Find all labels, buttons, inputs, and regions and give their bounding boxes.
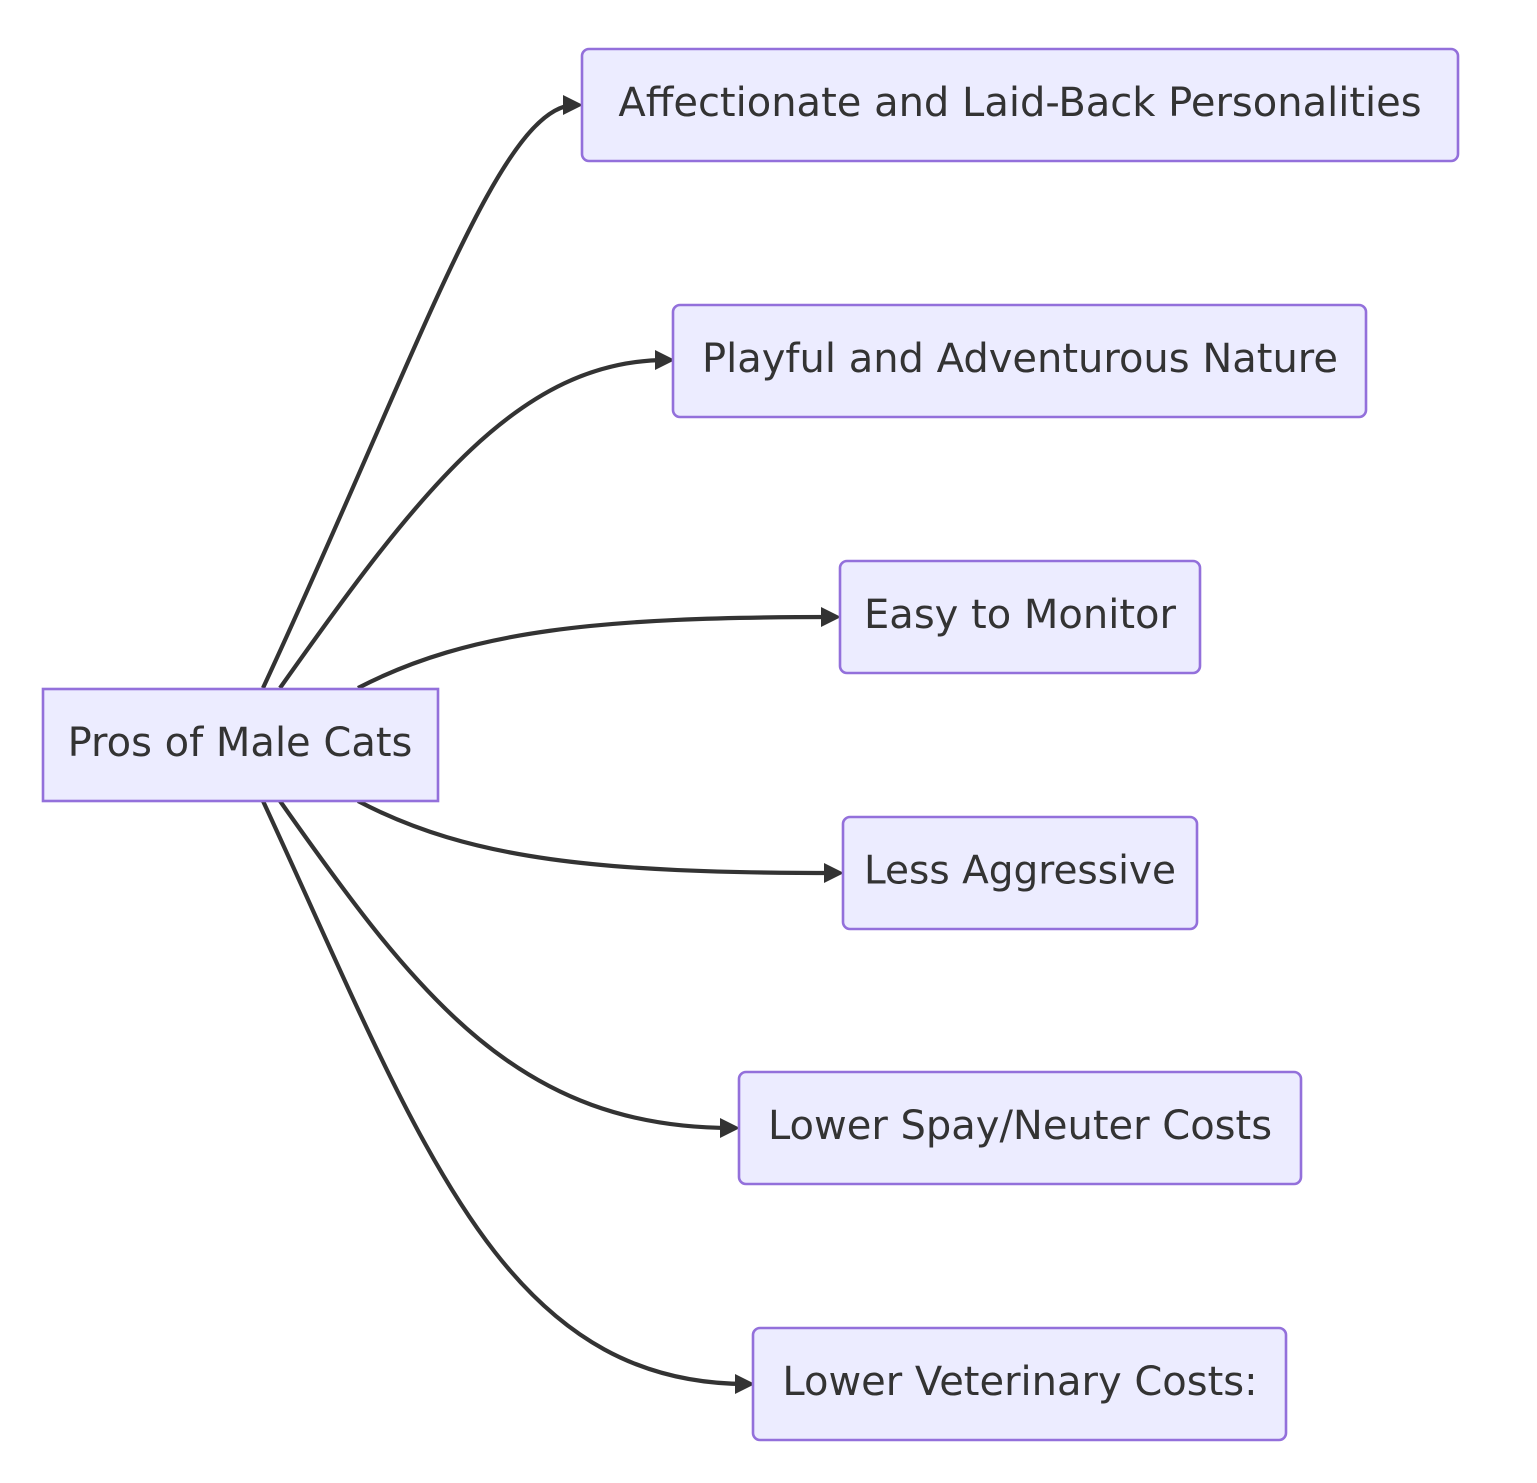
child-node-1[interactable]: Affectionate and Laid-Back Personalities <box>580 47 1460 163</box>
edge-to-child-5 <box>278 799 733 1131</box>
arrowhead-icon <box>735 1374 755 1394</box>
edge-to-child-1 <box>261 102 576 689</box>
child-node-4[interactable]: Less Aggressive <box>841 815 1199 931</box>
arrowhead-icon <box>720 1118 740 1138</box>
edge-to-child-6 <box>261 800 748 1387</box>
root-node[interactable]: Pros of Male Cats <box>41 687 440 803</box>
child-node-2[interactable]: Playful and Adventurous Nature <box>671 303 1368 419</box>
root-node-label: Pros of Male Cats <box>68 720 413 766</box>
child-node-label: Playful and Adventurous Nature <box>702 336 1338 382</box>
child-node-label: Affectionate and Laid-Back Personalities <box>618 80 1421 126</box>
arrowhead-icon <box>821 607 841 627</box>
child-node-label: Lower Spay/Neuter Costs <box>768 1103 1272 1149</box>
edge-to-child-3 <box>357 614 834 690</box>
edge-to-child-2 <box>278 357 668 690</box>
edge-to-child-4 <box>357 799 837 876</box>
child-node-label: Easy to Monitor <box>864 592 1176 638</box>
child-node-6[interactable]: Lower Veterinary Costs: <box>751 1326 1288 1442</box>
child-node-label: Less Aggressive <box>864 849 1176 894</box>
child-node-label: Lower Veterinary Costs: <box>782 1359 1257 1405</box>
child-node-3[interactable]: Easy to Monitor <box>838 559 1202 675</box>
child-node-5[interactable]: Lower Spay/Neuter Costs <box>737 1070 1303 1186</box>
arrowhead-icon <box>824 863 844 883</box>
arrowhead-icon <box>655 350 675 370</box>
arrowhead-icon <box>563 95 583 115</box>
edges <box>261 95 844 1394</box>
